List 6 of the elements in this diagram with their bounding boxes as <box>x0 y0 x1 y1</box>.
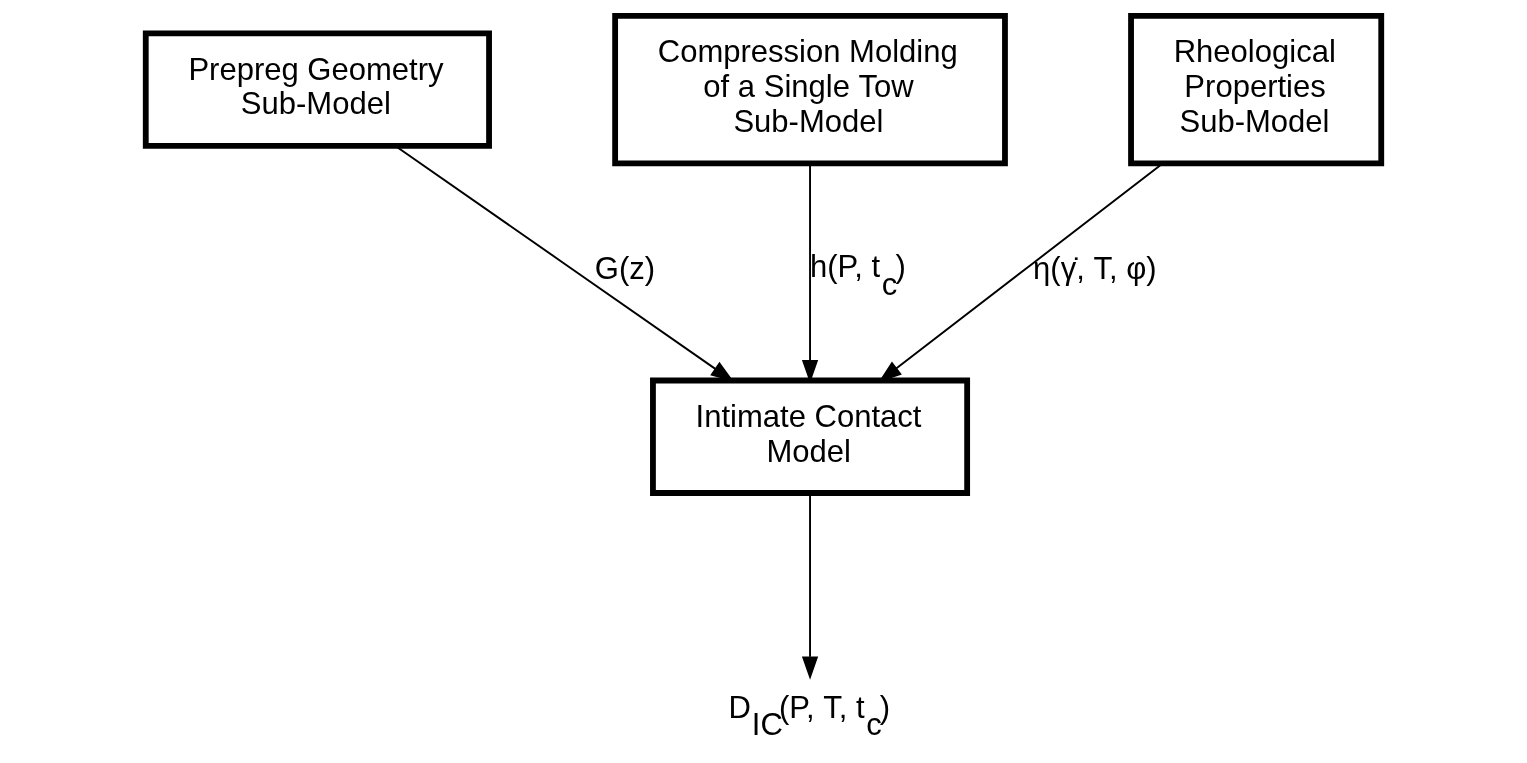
edge-label: η(γ̇, T, φ) <box>1033 251 1157 287</box>
node-box: Prepreg Geometry Sub-Model <box>142 30 492 149</box>
node-box: Rheological Properties Sub-Model <box>1128 13 1385 167</box>
edge-label: G(z) <box>594 251 656 287</box>
node-box: Compression Molding of a Single Tow Sub-Model <box>612 13 1008 167</box>
node-box: Intimate Contact Model <box>650 377 971 496</box>
